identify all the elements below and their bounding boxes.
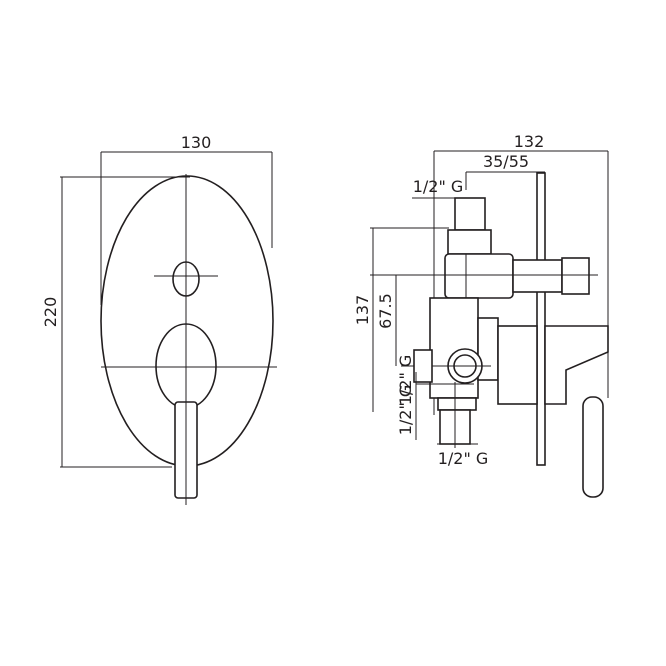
diverter-knob: [172, 261, 200, 297]
bottom-inlet-dimension: 1/2" G: [437, 443, 489, 468]
front-height-label: 220: [41, 297, 60, 328]
diverter-body: [447, 229, 492, 255]
top-inlet-label: 1/2" G: [413, 177, 464, 196]
front-height-dimension: 220: [41, 176, 190, 468]
side-inlet-lower-label: 1/2" G: [396, 385, 415, 436]
side-inlet-pipe: [413, 349, 433, 383]
front-width-label: 130: [181, 133, 212, 152]
side-inlet-dimension: 1/2" G 1/2" G: [396, 355, 474, 440]
lever-handle-side: [582, 396, 604, 498]
bottom-inlet-label: 1/2" G: [438, 449, 489, 468]
diverter-spindle: [512, 259, 563, 293]
side-adjust-label: 35/55: [483, 152, 529, 171]
cartridge-housing: [444, 253, 514, 299]
side-height-inner-label: 67.5: [376, 293, 395, 329]
top-inlet-dimension: 1/2" G: [412, 177, 470, 199]
side-adjust-dimension: 35/55: [465, 152, 545, 190]
diverter-knob-side: [561, 257, 590, 295]
wall-plate: [536, 172, 546, 466]
lever-hub-side: [544, 325, 609, 405]
side-height-outer-dimension: 137: [353, 227, 449, 412]
side-inlet-upper-label: 1/2" G: [396, 355, 415, 406]
mixer-body: [429, 297, 479, 399]
mixer-cartridge: [497, 325, 538, 405]
front-width-dimension: 130: [100, 133, 273, 305]
side-height-inner-dimension: 67.5: [376, 275, 397, 366]
top-inlet-pipe: [454, 197, 486, 231]
side-view: 132 35/55 1/2" G: [353, 132, 609, 498]
side-depth-label: 132: [514, 132, 545, 151]
side-height-outer-label: 137: [353, 295, 372, 326]
front-view: 130 220: [41, 133, 277, 505]
bottom-inlet-nut: [437, 397, 477, 411]
